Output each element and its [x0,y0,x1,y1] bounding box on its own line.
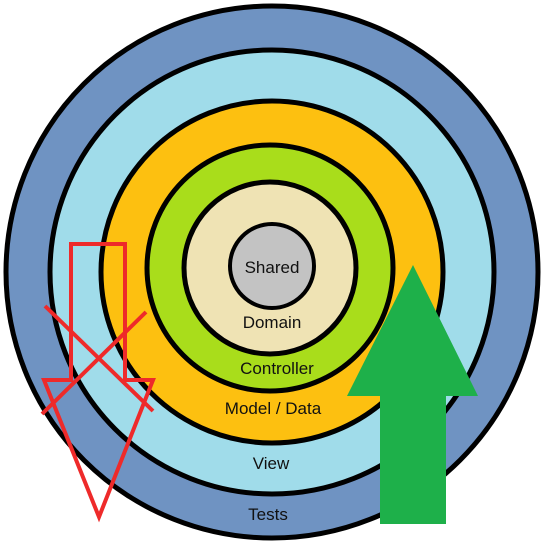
label-domain: Domain [243,313,302,332]
cross-line-2 [40,310,148,416]
crossed-out-down-arrow [40,242,156,523]
ring-shared [228,222,316,310]
label-controller: Controller [240,359,314,378]
ring-labels: Shared Domain Controller Model / Data Vi… [225,258,322,524]
label-view: View [253,454,290,473]
up-arrow [347,265,478,524]
down-arrow-outline [41,242,156,523]
label-model-data: Model / Data [225,399,322,418]
label-tests: Tests [248,505,288,524]
label-shared: Shared [245,258,300,277]
